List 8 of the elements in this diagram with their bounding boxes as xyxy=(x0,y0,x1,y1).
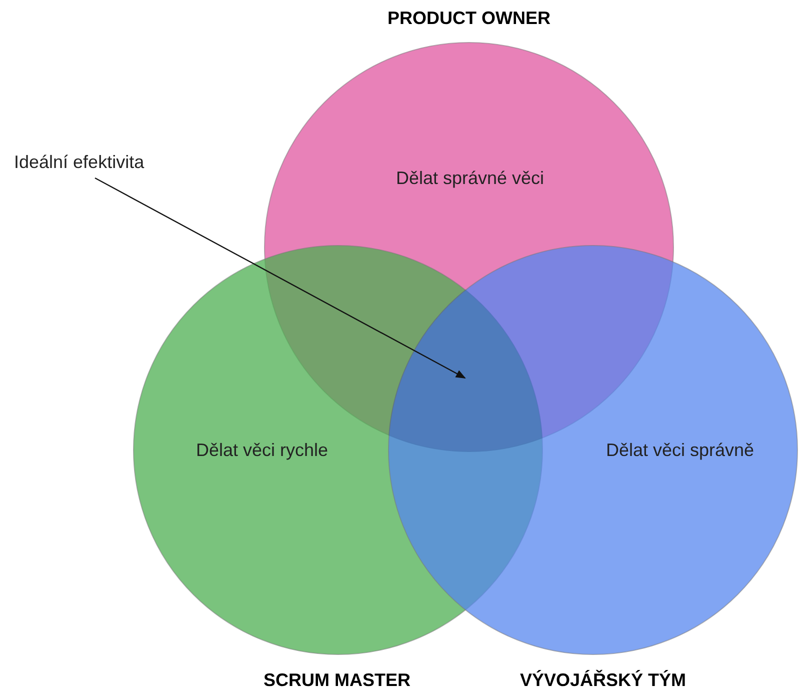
circle-heading: SCRUM MASTER xyxy=(264,670,410,691)
circle-label: Dělat věci rychle xyxy=(196,440,328,461)
circle-heading: PRODUCT OWNER xyxy=(388,8,550,29)
leader-arrow xyxy=(94,177,466,379)
circle-heading: VÝVOJÁŘSKÝ TÝM xyxy=(520,670,686,691)
circle-label: Dělat správné věci xyxy=(396,168,544,189)
circle-label: Dělat věci správně xyxy=(606,440,754,461)
annotation-text: Ideální efektivita xyxy=(14,152,144,172)
